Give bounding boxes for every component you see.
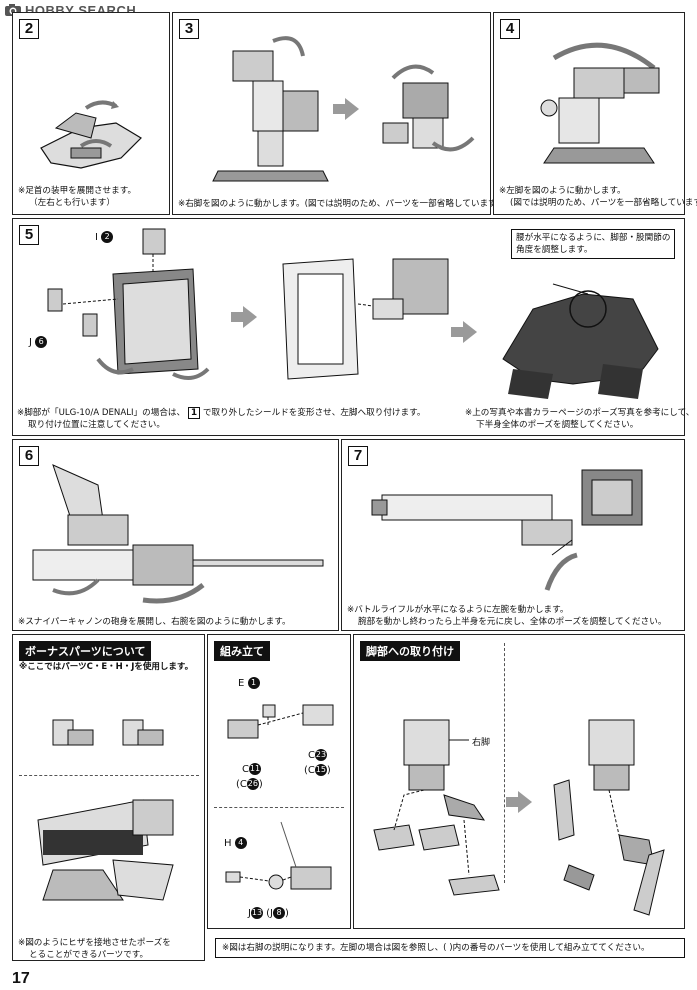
step-5-note: ※脚部が「ULG-10/A DENALI」の場合は、 1 で取り外したシールドを… (17, 407, 426, 430)
leg-mount-divider (504, 643, 505, 883)
part-h4-label: H 4 (224, 837, 247, 849)
step-2-number: 2 (19, 19, 39, 39)
shield-assembly-illustration (47, 228, 210, 380)
step-3-note: ※右脚を図のように動かします。(図では説明のため、パーツを一部省略しています) (178, 199, 500, 209)
step-5-arrow-1-stem (231, 312, 243, 322)
part-c26-label: (C26) (236, 778, 263, 790)
leg-mount-illustration-a (373, 719, 500, 896)
mount-bottom-note: ※図は右脚の説明になります。左脚の場合は図を参照し、( )内の番号のパーツを使用… (215, 938, 685, 958)
step-7-number: 7 (348, 446, 368, 466)
leg-mount-arrow-stem (506, 797, 518, 807)
step-3-arrow-stem (333, 104, 345, 114)
step-6-panel: 6 ※スナイパーキャノンの砲身を展開し、右腕を図のように動かします。 (12, 439, 339, 631)
bonus-title: ボーナスパーツについて (19, 641, 152, 661)
step-7-panel: 7 ※バトルライフルが水平になるように左腕を動かします。 腕部を動かし終わったら… (341, 439, 685, 631)
lower-body-photo (502, 283, 659, 399)
knee-assembly-illustration (227, 704, 334, 739)
part-j-label: J 6 (29, 336, 48, 348)
pose-callout: 腰が水平になるように、脚部・股関節の 角度を調整します。 (511, 229, 676, 259)
part-c23-label: C23 (308, 749, 327, 761)
step-5-arrow-1 (243, 306, 257, 328)
step-5-arrow-2-stem (451, 327, 463, 337)
step-4-note: ※左脚を図のように動かします。 (図では説明のため、パーツを一部省略しています) (499, 186, 697, 208)
left-leg-illustration (540, 42, 660, 164)
bonus-divider (19, 775, 199, 776)
step-5-arrow-2 (463, 321, 477, 343)
kneeling-pose-illustration (37, 799, 174, 901)
step-6-number: 6 (19, 446, 39, 466)
step-4-panel: 4 ※左脚を図のように動かします。 (図では説明のため、パーツを一部省略していま… (493, 12, 697, 215)
ankle-armor-illustration (40, 100, 142, 169)
assembly-divider (214, 807, 344, 808)
right-leg-label: 右脚 (472, 738, 491, 748)
right-leg-illustration-a (212, 36, 329, 182)
part-i-label: I 2 (95, 231, 114, 243)
bonus-subtitle: ※ここではパーツC・E・H・Jを使用します。 (19, 662, 194, 672)
step-3-panel: 3 ※右脚を図のように動かします。(図では説明のため、パーツを一部省略しています… (172, 12, 500, 215)
battle-rifle-illustration (371, 469, 643, 591)
bonus-parts-illustration (52, 719, 164, 746)
part-j-number: 6 (35, 336, 48, 348)
leg-mount-illustration-b (553, 719, 665, 916)
step-5-number: 5 (19, 225, 39, 245)
bonus-note: ※図のようにヒザを接地させたポーズを とることができるパーツです。 (18, 938, 171, 960)
step-5-right-note: ※上の写真や本書カラーページのポーズ写真を参考にして、 下半身全体のポーズを調整… (465, 408, 695, 430)
step-3-arrow (345, 98, 359, 120)
bonus-parts-panel: ボーナスパーツについて ※ここではパーツC・E・H・Jを使用します。 ※図のよう… (12, 634, 205, 961)
step-4-number: 4 (500, 19, 520, 39)
step-2-panel: 2 ※足首の装甲を展開させます。 （左右とも行います） (12, 12, 170, 215)
foot-assembly-illustration (225, 821, 332, 890)
step-6-note: ※スナイパーキャノンの砲身を展開し、右腕を図のように動かします。 (18, 617, 291, 627)
step-1-reference: 1 (187, 407, 201, 419)
part-e1-label: E 1 (238, 677, 260, 689)
leg-mount-panel: 脚部への取り付け 右脚 (353, 634, 685, 929)
step-3-number: 3 (179, 19, 199, 39)
right-leg-illustration-b (382, 64, 475, 152)
sniper-cannon-illustration (32, 464, 324, 604)
assembly-title: 組み立て (214, 641, 270, 661)
part-c11-label: C11 (242, 763, 261, 775)
leg-mount-title: 脚部への取り付け (360, 641, 460, 661)
shield-attach-illustration (282, 258, 449, 380)
leg-mount-arrow (518, 791, 532, 813)
part-c15-label: (C15) (304, 764, 331, 776)
step-7-note: ※バトルライフルが水平になるように左腕を動かします。 腕部を動かし終わったら上半… (347, 605, 667, 627)
page-number: 17 (12, 970, 30, 987)
part-i-number: 2 (101, 231, 114, 243)
step-5-panel: 5 I 2 J 6 腰が水平になるように、脚部・股関節の 角度を調整します。 (12, 218, 694, 436)
step-2-note: ※足首の装甲を展開させます。 （左右とも行います） (18, 186, 137, 208)
